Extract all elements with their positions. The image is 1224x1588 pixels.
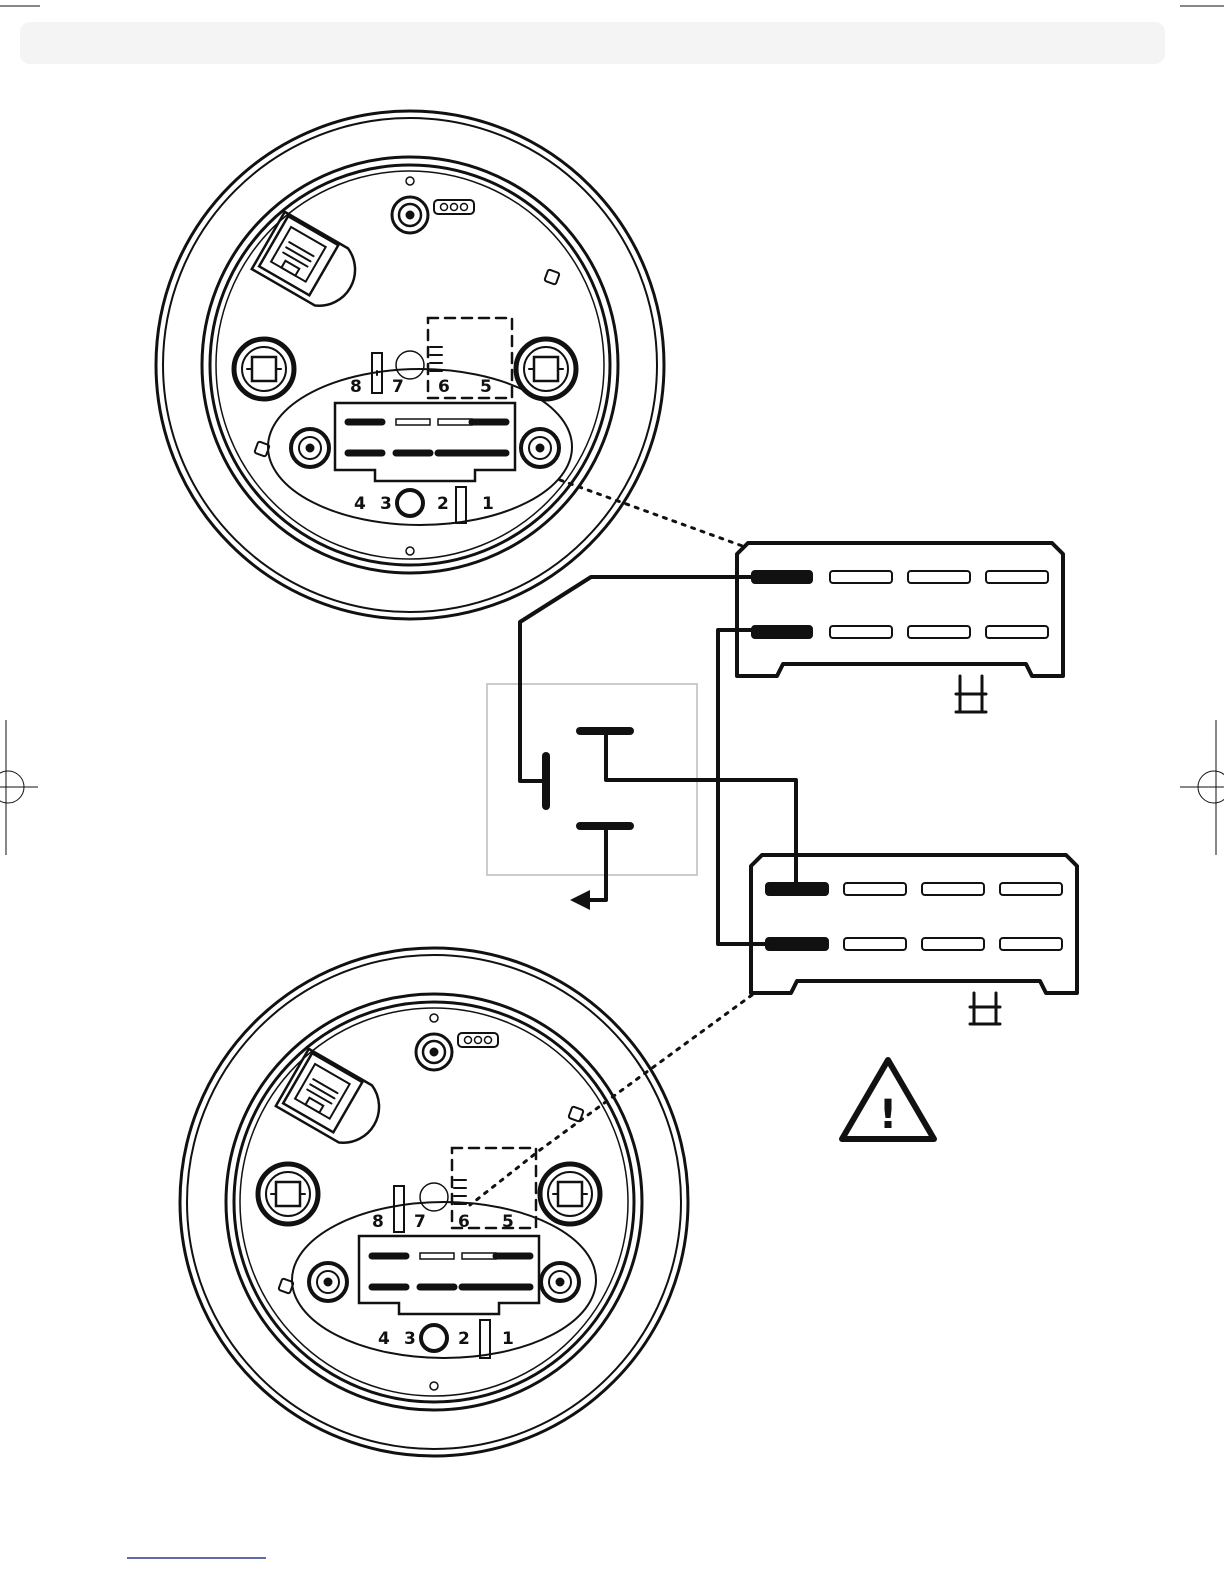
gauge-back-bottom: 8 7 6 5 4 3 2 1	[180, 948, 688, 1456]
warning-symbol: !	[879, 1092, 897, 1138]
terminal-stud-left	[291, 429, 329, 467]
pin-label-1: 1	[502, 1329, 514, 1349]
pin-label-8: 8	[350, 377, 362, 397]
terminal-block	[335, 403, 515, 481]
lamp-socket-left	[234, 339, 294, 399]
connector-upper	[737, 543, 1063, 712]
terminal-stud-left	[309, 1263, 347, 1301]
terminal-oval	[292, 1202, 596, 1358]
leader-line-top	[560, 480, 748, 548]
terminal-stud-right	[521, 429, 559, 467]
pin-label-3: 3	[380, 494, 392, 514]
connector-lower	[751, 855, 1077, 1024]
rj-port-icon	[276, 1049, 391, 1153]
lamp-socket-left	[258, 1164, 318, 1224]
arrow-head-icon	[570, 890, 590, 910]
header-band	[20, 22, 1165, 64]
rj-port-icon	[252, 212, 367, 316]
wire-switch-to-lower-top	[606, 731, 796, 889]
pin-label-6: 6	[438, 377, 450, 397]
three-pin-plug	[458, 1033, 498, 1047]
leader-line-bottom	[470, 995, 752, 1205]
pin-label-5: 5	[502, 1212, 514, 1232]
terminal-block	[359, 1236, 539, 1314]
pin-label-8: 8	[372, 1212, 384, 1232]
gauge-back-top: 8 7 6 5 4 3 2 1	[156, 111, 664, 619]
mounting-stud-top	[392, 177, 428, 233]
lamp-socket-right	[540, 1164, 600, 1224]
pin-label-5: 5	[480, 377, 492, 397]
pin-label-7: 7	[392, 377, 404, 397]
pin-label-3: 3	[404, 1329, 416, 1349]
pin-label-4: 4	[378, 1329, 390, 1349]
pin-label-1: 1	[482, 494, 494, 514]
connector-slot-active	[752, 626, 812, 638]
wire-switch-to-ground	[578, 826, 606, 900]
warning-triangle-icon: !	[842, 1060, 934, 1139]
pin-label-2: 2	[437, 494, 449, 514]
pin-label-2: 2	[458, 1329, 470, 1349]
terminal-stud-right	[541, 1263, 579, 1301]
pin-label-6: 6	[458, 1212, 470, 1232]
mounting-stud-top	[416, 1014, 452, 1070]
connector-slot-active	[766, 938, 828, 950]
connector-slot-active	[752, 571, 812, 583]
three-pin-plug	[434, 200, 474, 214]
pin-label-7: 7	[414, 1212, 426, 1232]
pin-label-4: 4	[354, 494, 366, 514]
